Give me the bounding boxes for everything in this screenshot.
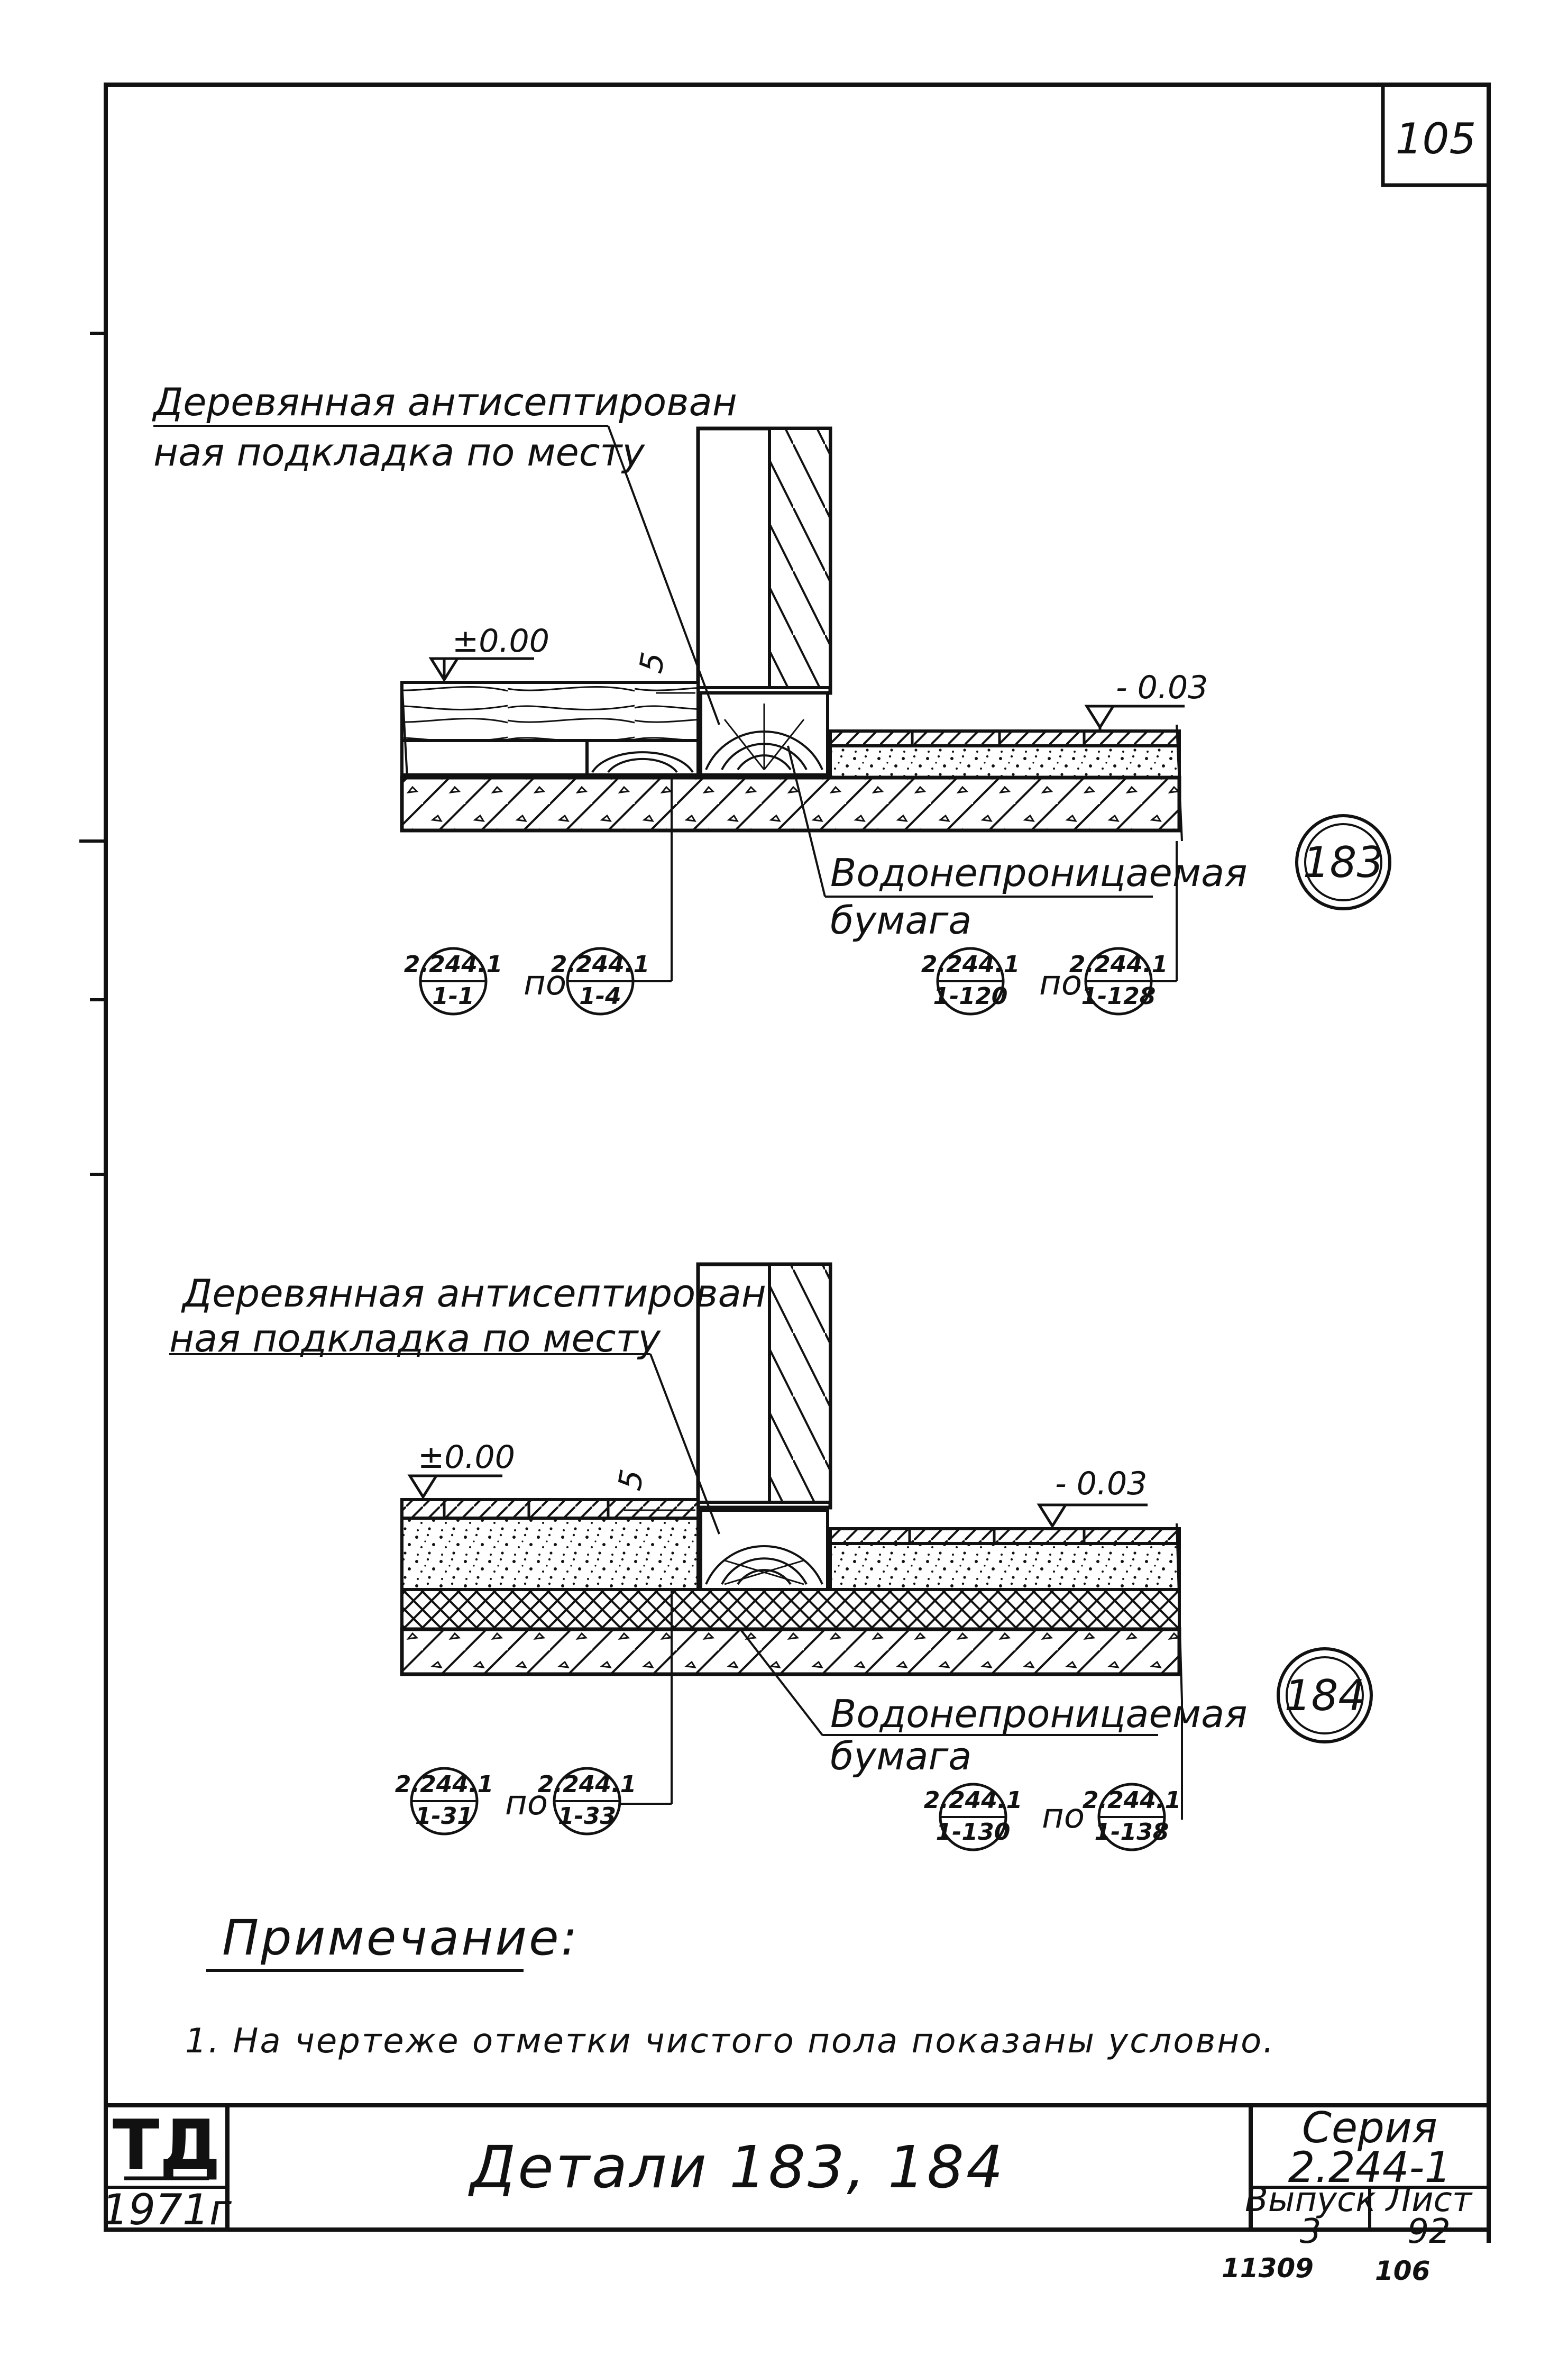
ref-184-2-bottom: 1-33	[558, 1803, 616, 1830]
paper-label-183: Водонепроницаемая бумага	[787, 745, 1248, 943]
ref-word-183-right: по	[1039, 964, 1082, 1003]
ref-bubble-184-2: 2.244.1 1-33	[538, 1767, 637, 1836]
pad-label-183-line1: Деревянная антисептирован	[152, 380, 737, 424]
page-number: 105	[1396, 114, 1477, 163]
pad-label-184-line1: Деревянная антисептирован	[181, 1271, 766, 1316]
level-right-184: - 0.03	[1055, 1465, 1147, 1502]
ref-bubble-184-4: 2.244.1 1-138	[1083, 1783, 1181, 1851]
series-label: Серия	[1302, 2103, 1437, 2152]
concrete-slab-183	[400, 775, 1181, 833]
level-right-183: - 0.03	[1116, 669, 1208, 706]
ref-bubble-183-2: 2.244.1 1-4	[551, 947, 650, 1016]
ref-word-184-left: по	[505, 1784, 548, 1823]
insulation-layer-184	[400, 1588, 1181, 1631]
level-mark-right-184: - 0.03	[1037, 1465, 1148, 1529]
footer-left-number: 11309	[1222, 2253, 1314, 2284]
note-heading: Примечание:	[222, 1910, 580, 1966]
ref-bubble-184-3: 2.244.1 1-130	[924, 1783, 1023, 1851]
drawing-title: Детали 183, 184	[467, 2133, 1005, 2201]
paper-label-184-line1: Водонепроницаемая	[830, 1692, 1248, 1736]
ref-183-3-bottom: 1-120	[933, 983, 1008, 1010]
pad-label-183: Деревянная антисептирован ная подкладка …	[152, 380, 737, 725]
series-value: 2.244-1	[1288, 2143, 1452, 2192]
issue-label: Выпуск	[1245, 2180, 1376, 2220]
ref-183-1-top: 2.244.1	[404, 951, 503, 978]
wall-section-183	[696, 426, 832, 695]
wall-section-184	[696, 1262, 832, 1510]
ref-word-183-left: по	[524, 964, 566, 1003]
sheet-label: Лист	[1385, 2180, 1473, 2220]
pad-label-184-line2: ная подкладка по месту	[169, 1316, 661, 1361]
ref-word-184-right: по	[1042, 1797, 1085, 1836]
floor-right-184	[829, 1527, 1181, 1591]
ref-183-1-bottom: 1-1	[432, 983, 474, 1010]
floor-left-184	[400, 1498, 700, 1591]
sheet-value: 92	[1407, 2212, 1450, 2251]
ref-183-4-bottom: 1-128	[1081, 983, 1156, 1010]
detail-number-183-text: 183	[1303, 838, 1384, 887]
ref-184-1-bottom: 1-31	[415, 1803, 473, 1830]
detail-183: ±0.00 5 - 0.03 Деревянная антисептирован…	[152, 380, 1391, 1016]
gap-184: 5	[611, 1467, 652, 1493]
level-mark-left-184: ±0.00	[407, 1439, 515, 1500]
ref-184-2-top: 2.244.1	[538, 1771, 637, 1798]
gap-183: 5	[632, 650, 673, 676]
pad-label-184: Деревянная антисептирован ная подкладка …	[169, 1271, 766, 1535]
level-left-184: ±0.00	[418, 1439, 515, 1476]
paper-label-183-line2: бумага	[830, 898, 971, 943]
floor-right-183	[829, 724, 1183, 842]
sheet-frame	[79, 83, 1491, 2243]
ref-bubble-183-4: 2.244.1 1-128	[1069, 947, 1168, 1016]
detail-number-184: 184	[1277, 1647, 1373, 1743]
issue-value: 3	[1300, 2212, 1322, 2251]
title-block: ТД 1971г Детали 183, 184 Серия 2.244-1 В…	[102, 2103, 1489, 2251]
detail-184: ±0.00 5 - 0.03 Деревянная антисептирован…	[169, 1262, 1373, 1851]
level-left-183: ±0.00	[452, 623, 549, 660]
detail-number-184-text: 184	[1285, 1671, 1365, 1720]
stamp-year: 1971г	[102, 2185, 232, 2234]
ref-183-4-top: 2.244.1	[1069, 951, 1168, 978]
ref-184-4-top: 2.244.1	[1083, 1787, 1181, 1814]
ref-183-3-top: 2.244.1	[921, 951, 1020, 978]
paper-label-184: Водонепроницаемая бумага	[739, 1628, 1248, 1778]
wood-pad-184	[699, 1509, 829, 1591]
ref-183-2-bottom: 1-4	[579, 983, 621, 1010]
page-number-box: 105	[1381, 83, 1491, 187]
note-item-1: 1. На чертеже отметки чистого пола показ…	[185, 2022, 1276, 2061]
ref-183-2-top: 2.244.1	[551, 951, 650, 978]
pad-label-183-line2: ная подкладка по месту	[153, 430, 645, 474]
level-mark-left-183: ±0.00	[428, 623, 549, 682]
ref-184-4-bottom: 1-138	[1095, 1819, 1169, 1846]
ref-184-3-top: 2.244.1	[924, 1787, 1023, 1814]
wood-floor-left-183	[400, 681, 700, 778]
ref-bubble-183-1: 2.244.1 1-1	[404, 947, 503, 1016]
ref-184-1-top: 2.244.1	[395, 1771, 494, 1798]
wood-pad-183	[699, 691, 829, 777]
footer-right-number: 106	[1375, 2256, 1430, 2286]
ref-bubble-184-1: 2.244.1 1-31	[395, 1767, 494, 1836]
paper-label-184-line2: бумага	[830, 1734, 971, 1778]
note-section: Примечание: 1. На чертеже отметки чистог…	[185, 1910, 1276, 2061]
ref-bubble-183-3: 2.244.1 1-120	[921, 947, 1020, 1016]
detail-number-183: 183	[1295, 814, 1391, 910]
stamp-td: ТД	[113, 2105, 221, 2185]
paper-label-183-line1: Водонепроницаемая	[830, 851, 1248, 895]
level-mark-right-183: - 0.03	[1084, 669, 1208, 731]
concrete-slab-184	[400, 1627, 1181, 1676]
ref-184-3-bottom: 1-130	[936, 1819, 1011, 1846]
